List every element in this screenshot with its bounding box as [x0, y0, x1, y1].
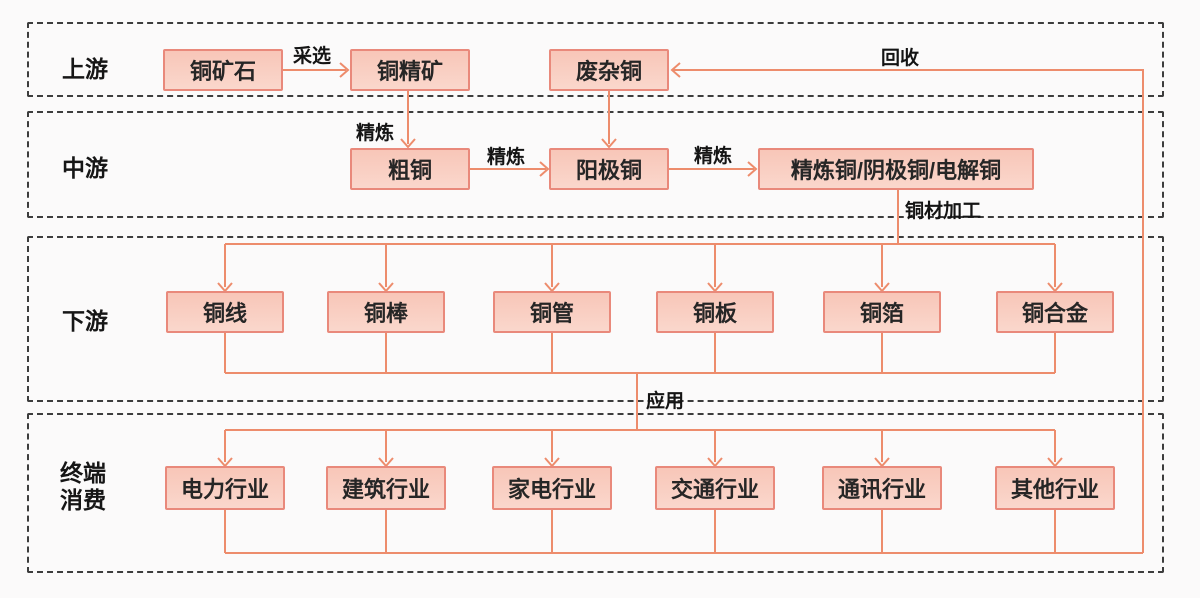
- node-copper-rod: 铜棒: [327, 291, 445, 333]
- node-copper-ore: 铜矿石: [163, 49, 283, 91]
- node-copper-tube: 铜管: [493, 291, 611, 333]
- edge-label-mining: 采选: [293, 46, 332, 67]
- edge-label-processing: 铜材加工: [905, 201, 982, 222]
- node-scrap-copper: 废杂铜: [549, 49, 669, 91]
- edge-label-refining-2: 精炼: [487, 147, 526, 168]
- node-copper-wire: 铜线: [166, 291, 284, 333]
- section-label-terminal: 终端 消费: [60, 460, 106, 513]
- node-copper-plate: 铜板: [656, 291, 774, 333]
- node-other-industry: 其他行业: [995, 466, 1115, 510]
- arrowhead-down-icon: [601, 138, 617, 149]
- node-construction-industry: 建筑行业: [326, 466, 446, 510]
- node-telecom-industry: 通讯行业: [822, 466, 942, 510]
- node-copper-foil: 铜箔: [823, 291, 941, 333]
- node-refined-copper: 精炼铜/阴极铜/电解铜: [758, 148, 1034, 190]
- node-transport-industry: 交通行业: [655, 466, 775, 510]
- node-anode-copper: 阳极铜: [549, 148, 669, 190]
- section-downstream-frame: [27, 236, 1164, 402]
- arrowhead-down-icon: [400, 138, 416, 149]
- edge-label-refining-1: 精炼: [356, 123, 395, 144]
- section-upstream-frame: [27, 22, 1164, 97]
- node-power-industry: 电力行业: [165, 466, 285, 510]
- section-terminal-frame: [27, 413, 1164, 573]
- node-copper-alloy: 铜合金: [996, 291, 1114, 333]
- arrowhead-right-icon: [339, 62, 350, 78]
- section-label-downstream: 下游: [62, 308, 108, 334]
- section-label-upstream: 上游: [62, 56, 108, 82]
- arrowhead-right-icon: [747, 161, 758, 177]
- arrowhead-right-icon: [539, 161, 550, 177]
- section-midstream-frame: [27, 111, 1164, 218]
- section-label-midstream: 中游: [62, 155, 108, 181]
- node-crude-copper: 粗铜: [350, 148, 470, 190]
- edge-label-recycle: 回收: [881, 48, 920, 69]
- edge-label-refining-3: 精炼: [694, 146, 733, 167]
- node-appliance-industry: 家电行业: [492, 466, 612, 510]
- edge-label-application: 应用: [646, 391, 685, 412]
- arrowhead-left-icon: [670, 62, 681, 78]
- edge-recycle-line: [672, 69, 1144, 553]
- node-copper-concentrate: 铜精矿: [350, 49, 470, 91]
